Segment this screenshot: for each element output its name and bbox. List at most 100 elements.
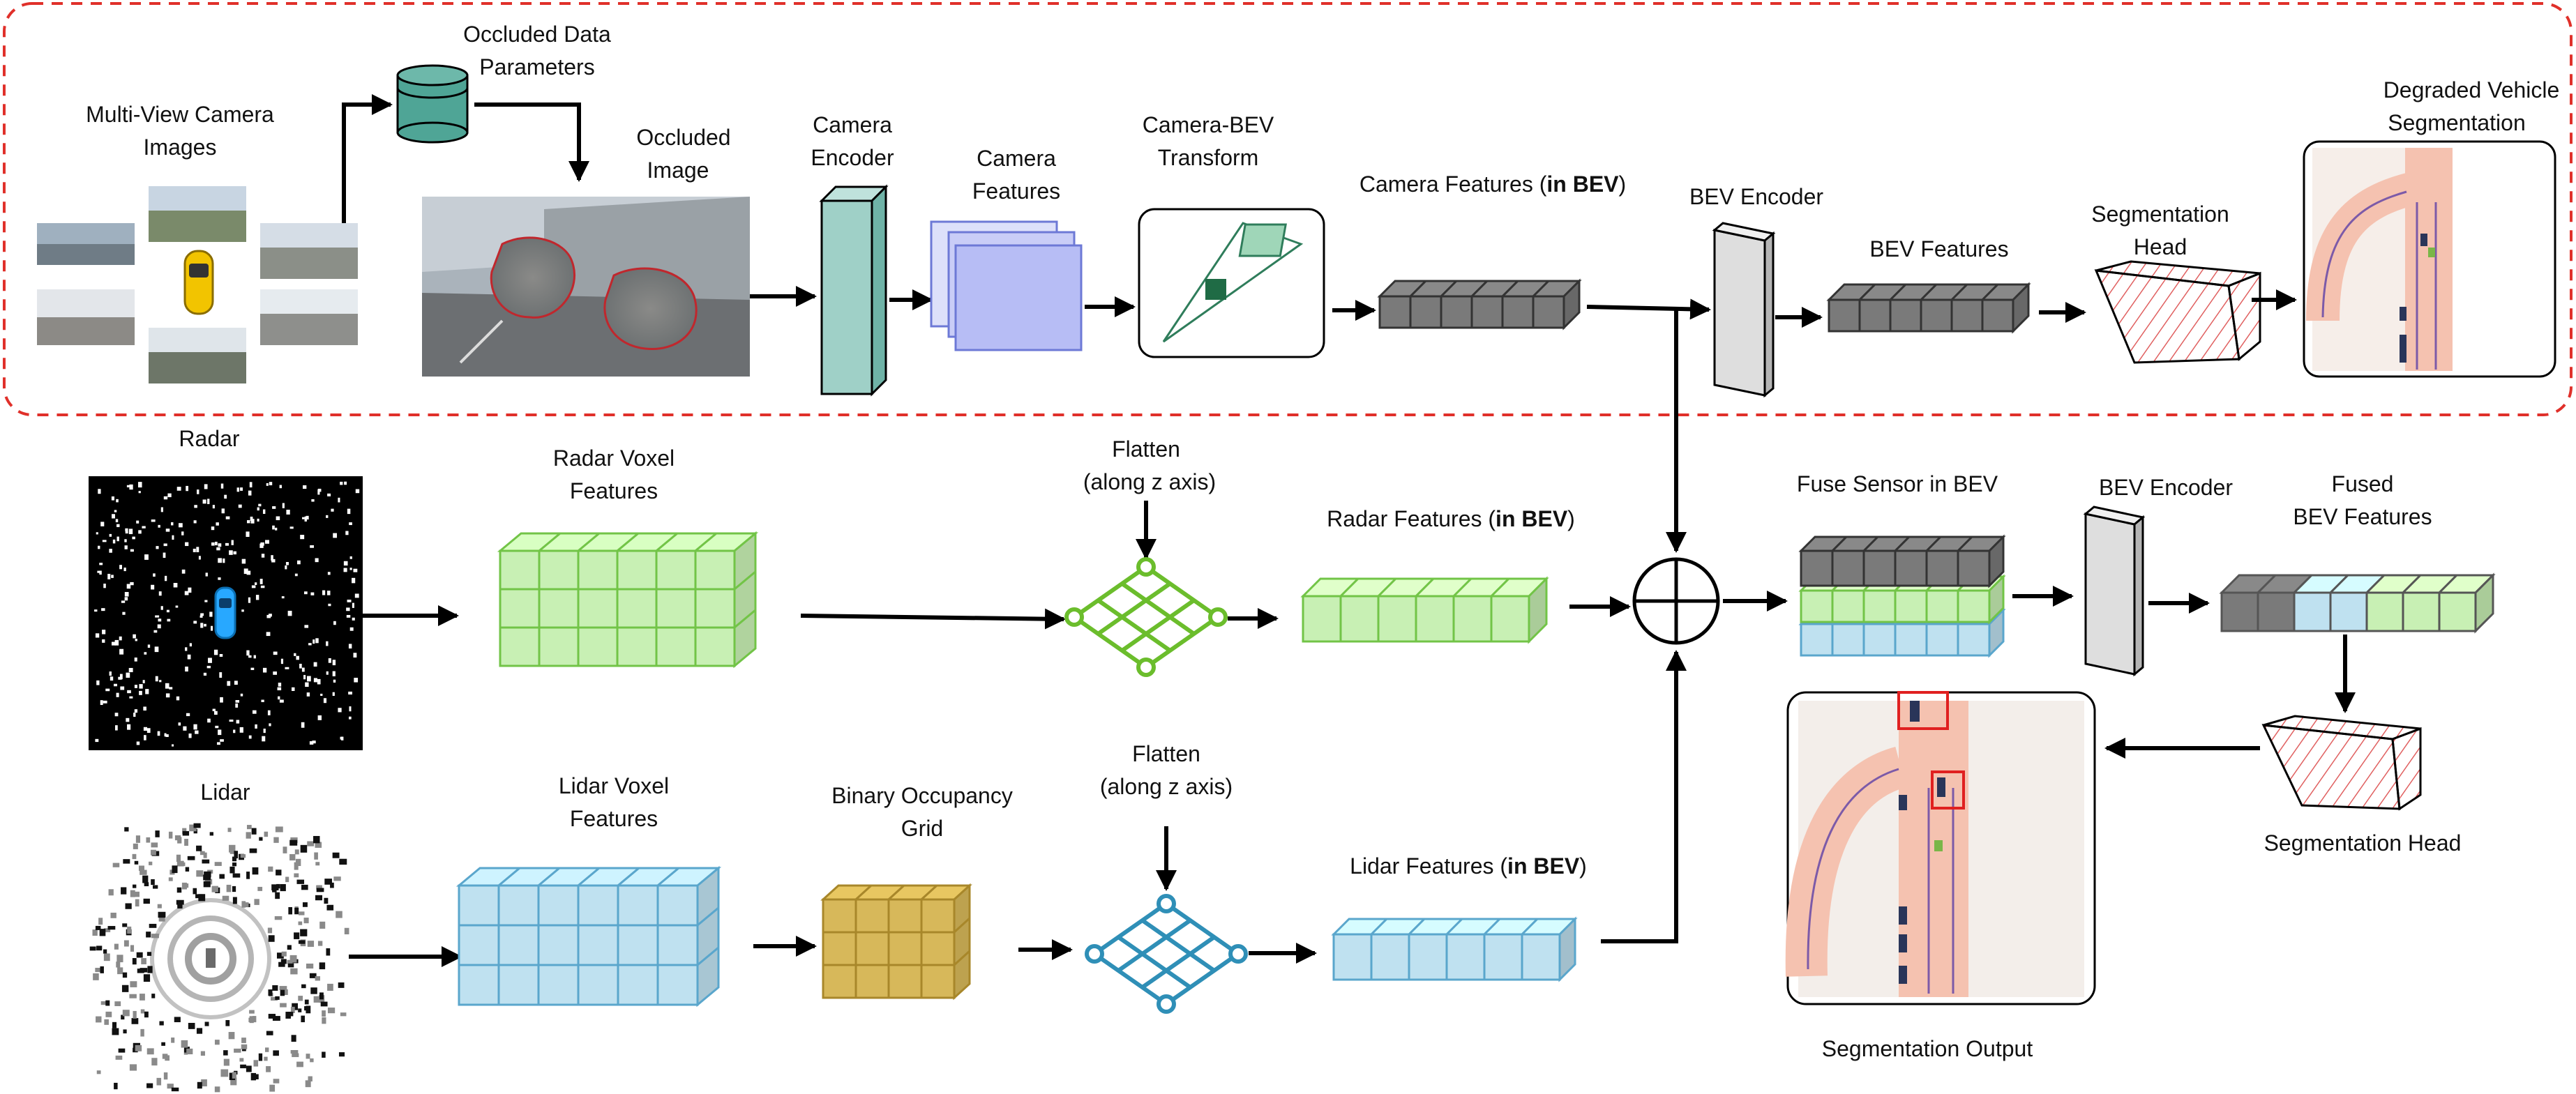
lidar-point: [324, 897, 329, 904]
lidar-point: [305, 1080, 311, 1088]
degraded-label-1: Degraded Vehicle: [2383, 77, 2560, 102]
radar-point: [204, 484, 208, 489]
flatten-lidar-label-1: Flatten: [1132, 741, 1200, 766]
lidar-point: [223, 1058, 229, 1066]
lidar-point: [280, 989, 285, 996]
lidar-point: [182, 830, 190, 836]
radar-point: [160, 507, 163, 512]
radar-point: [246, 570, 251, 575]
lidar-point: [133, 1010, 137, 1019]
radar-label: Radar: [179, 426, 240, 451]
radar-point: [147, 644, 151, 648]
slab-front-cell: [1950, 298, 1984, 333]
lidar-point: [310, 987, 317, 994]
lidar-point: [241, 1038, 246, 1043]
radar-point: [144, 652, 147, 655]
lidar-point: [317, 941, 323, 946]
lidar-label: Lidar: [200, 780, 250, 805]
radar-point: [204, 600, 208, 602]
radar-point: [218, 543, 222, 547]
radar-point: [229, 550, 233, 555]
slab-front-cell: [1377, 595, 1417, 643]
radar-point: [99, 563, 103, 565]
lidar-point: [310, 1058, 314, 1063]
lidar-point: [202, 859, 210, 864]
voxel-front-cell: [920, 898, 956, 934]
radar-point: [317, 715, 322, 720]
radar-point: [119, 648, 124, 655]
lidar-point: [246, 1065, 252, 1072]
radar-car-icon: [214, 586, 236, 639]
lidar-point: [298, 996, 303, 1001]
voxel-front-cell: [616, 549, 658, 591]
slab-front-cell: [1920, 298, 1953, 333]
slab-front-cell: [1894, 623, 1928, 657]
lidar-point: [292, 1053, 299, 1058]
radar-point: [227, 681, 231, 686]
radar-point: [286, 510, 290, 515]
radar-point: [224, 494, 227, 499]
lidar-point: [253, 1060, 259, 1067]
radar-point: [218, 729, 222, 736]
lidar-point: [176, 854, 181, 863]
lidar-point: [272, 985, 278, 991]
radar-point: [243, 568, 248, 575]
radar-point: [163, 552, 166, 559]
radar-point: [109, 549, 112, 553]
lidar-point: [271, 884, 279, 890]
radar-point: [294, 573, 298, 577]
voxel-front-cell: [458, 964, 500, 1006]
radar-point: [144, 554, 149, 560]
radar-point: [313, 678, 317, 683]
lidar-point: [146, 1083, 153, 1088]
radar-point: [114, 639, 119, 646]
lidar-point: [168, 831, 173, 839]
slab-front-cell: [1408, 933, 1448, 981]
lidar-point: [303, 918, 309, 924]
arrow-db-to-occluded: [474, 102, 589, 182]
grid-line: [1093, 952, 1168, 1006]
lidar-point: [301, 1015, 306, 1023]
lidar-point: [338, 982, 345, 988]
radar-point: [302, 517, 305, 519]
lidar-point: [257, 886, 263, 891]
voxel-front-cell: [616, 588, 658, 629]
radar-point: [327, 591, 331, 595]
radar-point: [269, 614, 272, 617]
radar-point: [204, 623, 206, 627]
lidar-point: [95, 968, 102, 973]
lidar-point: [181, 1040, 188, 1048]
slab-front-cell: [1440, 295, 1473, 329]
voxel-front-cell: [655, 626, 697, 667]
radar-point: [320, 693, 323, 697]
radar-point: [252, 710, 257, 714]
lidar-ring: [150, 898, 271, 1019]
voxel-front-cell: [537, 964, 580, 1006]
lidar-point: [271, 996, 278, 1001]
lidar-point: [287, 1012, 294, 1017]
radar-point: [217, 742, 221, 745]
degraded-label-2: Segmentation: [2388, 110, 2525, 135]
radar-point: [176, 487, 181, 491]
radar-point: [107, 573, 111, 579]
lidar-point: [204, 1021, 209, 1026]
lidar-point: [240, 854, 246, 858]
slab-front-cell: [1858, 298, 1892, 333]
grid-node: [1136, 557, 1156, 577]
radar-point: [223, 558, 225, 563]
segmentation-head-top: [2094, 260, 2261, 364]
radar-point: [241, 559, 246, 564]
radar-point: [304, 591, 308, 595]
slab-front-cell: [1862, 549, 1897, 587]
radar-point: [124, 592, 129, 597]
radar-point: [172, 744, 174, 747]
voxel-front-cell: [822, 964, 857, 999]
occluded-image-label-2: Image: [647, 158, 709, 183]
radar-point: [289, 526, 294, 529]
grid-line: [1120, 598, 1196, 653]
radar-point: [145, 689, 149, 694]
radar-point: [139, 684, 143, 689]
radar-point: [332, 692, 335, 697]
radar-point: [315, 638, 319, 644]
lidar-point: [174, 835, 181, 841]
